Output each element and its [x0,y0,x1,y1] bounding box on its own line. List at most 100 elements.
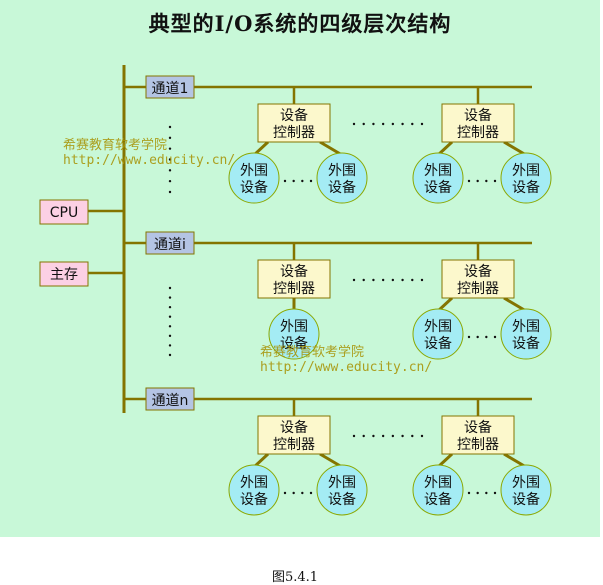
channel-vertical-ellipsis [168,147,172,150]
device-ellipsis [283,179,287,183]
controller-label-line2: 控制器 [273,281,315,297]
channel-vertical-ellipsis [168,296,172,299]
watermark-1-name: 希赛教育软考学院 [63,138,168,153]
controller-ellipsis [362,434,365,438]
memory-box [39,261,89,287]
controller-label-line1: 设备 [464,263,492,280]
device-label-line2: 设备 [424,179,452,196]
device-label-line1: 外围 [424,163,452,179]
channel-label: 通道i [154,237,186,253]
device-controller-box [257,259,331,299]
peripheral-device-circle [268,308,320,360]
watermark-2-url: http://www.educity.cn/ [260,360,433,375]
channel-box [145,231,195,255]
channel-vertical-ellipsis [168,334,172,338]
controller-label-line2: 控制器 [457,281,499,297]
device-ellipsis [476,491,479,495]
channel-box [145,387,195,411]
device-ellipsis [476,179,479,183]
controller-label-line1: 设备 [280,107,308,124]
device-label-line2: 设备 [424,335,452,352]
channel-vertical-ellipsis [168,136,172,140]
channel-vertical-ellipsis [168,169,172,172]
device-ellipsis [476,335,479,339]
controller-ellipsis [411,278,414,282]
device-controller-box [441,259,515,299]
controller-ellipsis [420,434,424,438]
device-ellipsis [467,179,471,183]
channel-vertical-ellipsis [168,190,172,194]
peripheral-device-circle [412,308,464,360]
controller-label-line1: 设备 [280,419,308,436]
device-ellipsis [292,491,295,495]
channel-vertical-ellipsis [168,125,172,129]
device-controller-box [257,415,331,455]
device-controller-box [257,103,331,143]
channel-vertical-ellipsis [168,344,172,347]
controller-ellipsis [362,122,365,126]
memory-box-label: 主存 [50,267,78,283]
controller-ellipsis [411,122,414,126]
cpu-box [39,199,89,225]
device-label-line1: 外围 [328,475,356,491]
controller-ellipsis [352,434,356,438]
controller-ellipsis [420,122,424,126]
device-label-line1: 外围 [512,319,540,335]
device-label-line2: 设备 [280,335,308,352]
device-label-line2: 设备 [424,491,452,508]
controller-ellipsis [352,278,356,282]
peripheral-device-circle [412,152,464,204]
device-controller-box [441,415,515,455]
device-label-line2: 设备 [328,179,356,196]
channel-label: 通道1 [152,81,189,97]
device-label-line2: 设备 [512,491,540,508]
controller-ellipsis [391,122,395,126]
peripheral-device-circle [316,464,368,516]
cpu-box-label: CPU [50,205,78,221]
controller-ellipsis [391,278,395,282]
device-ellipsis [283,491,287,495]
device-label-line1: 外围 [424,475,452,491]
device-ellipsis [301,491,304,495]
device-label-line1: 外围 [240,163,268,179]
device-ellipsis [493,491,497,495]
watermark-1-url: http://www.educity.cn/ [63,153,236,168]
device-ellipsis [493,179,497,183]
figure-caption: 图5.4.1 [272,570,319,585]
controller-ellipsis [411,434,414,438]
controller-ellipsis [381,434,385,438]
peripheral-device-circle [500,308,552,360]
device-ellipsis [493,335,497,339]
device-ellipsis [309,491,313,495]
controller-ellipsis [391,434,395,438]
controller-label-line2: 控制器 [273,437,315,453]
device-ellipsis [467,491,471,495]
device-ellipsis [485,491,488,495]
device-label-line1: 外围 [512,475,540,491]
controller-label-line1: 设备 [280,263,308,280]
controller-ellipsis [372,278,375,282]
controller-ellipsis [352,122,356,126]
channel-vertical-ellipsis [168,325,172,328]
channel-box [145,75,195,99]
device-label-line2: 设备 [240,491,268,508]
controller-label-line1: 设备 [464,107,492,124]
peripheral-device-circle [500,152,552,204]
device-label-line1: 外围 [240,475,268,491]
peripheral-device-circle [228,464,280,516]
channel-vertical-ellipsis [168,353,172,357]
peripheral-device-circle [228,152,280,204]
watermark-2: 希赛教育软考学院 http://www.educity.cn/ [260,345,432,375]
device-label-line1: 外围 [424,319,452,335]
controller-label-line2: 控制器 [457,125,499,141]
peripheral-device-circle [412,464,464,516]
channel-vertical-ellipsis [168,315,172,318]
channel-vertical-ellipsis [168,286,172,290]
device-label-line2: 设备 [328,491,356,508]
controller-ellipsis [372,122,375,126]
device-ellipsis [292,179,295,183]
channel-vertical-ellipsis [168,305,172,309]
watermark-2-name: 希赛教育软考学院 [260,345,365,360]
controller-ellipsis [381,278,385,282]
